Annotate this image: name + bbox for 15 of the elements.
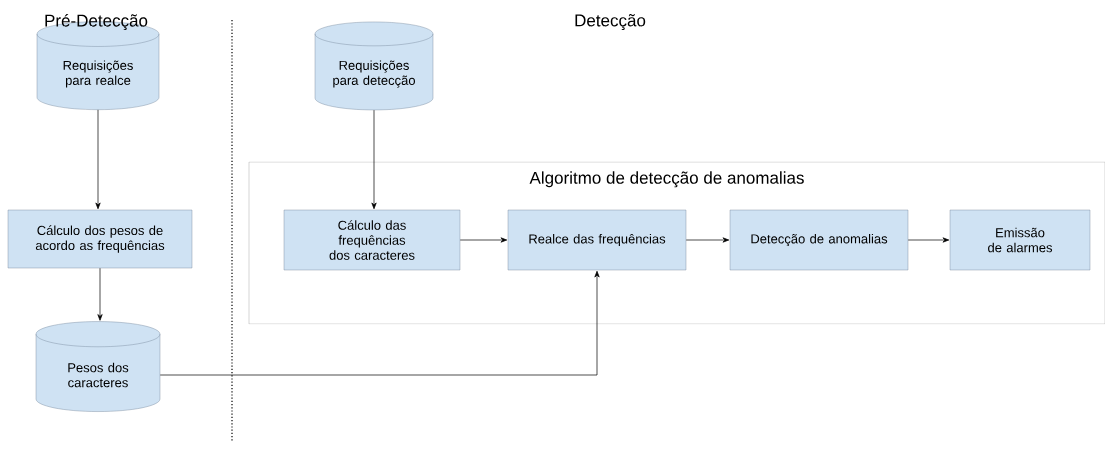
process-box: Cálculo dos pesos de acordo as frequências (7, 209, 193, 269)
arrow (95, 109, 101, 210)
arrow (159, 270, 600, 376)
arrow (685, 237, 730, 243)
database-cylinder: Requisições para detecção (314, 21, 434, 111)
arrow (371, 109, 377, 210)
section-heading: Detecção (575, 14, 646, 30)
database-cylinder: Pesos dos caracteres (35, 321, 161, 412)
arrow (907, 237, 950, 243)
arrow (459, 237, 508, 243)
process-box: Emissão de alarmes (949, 209, 1091, 271)
process-box: Cálculo das frequências dos caracteres (283, 209, 461, 271)
process-box: Detecção de anomalias (729, 209, 909, 271)
arrow (97, 267, 103, 321)
process-box: Realce das frequências (507, 209, 687, 271)
